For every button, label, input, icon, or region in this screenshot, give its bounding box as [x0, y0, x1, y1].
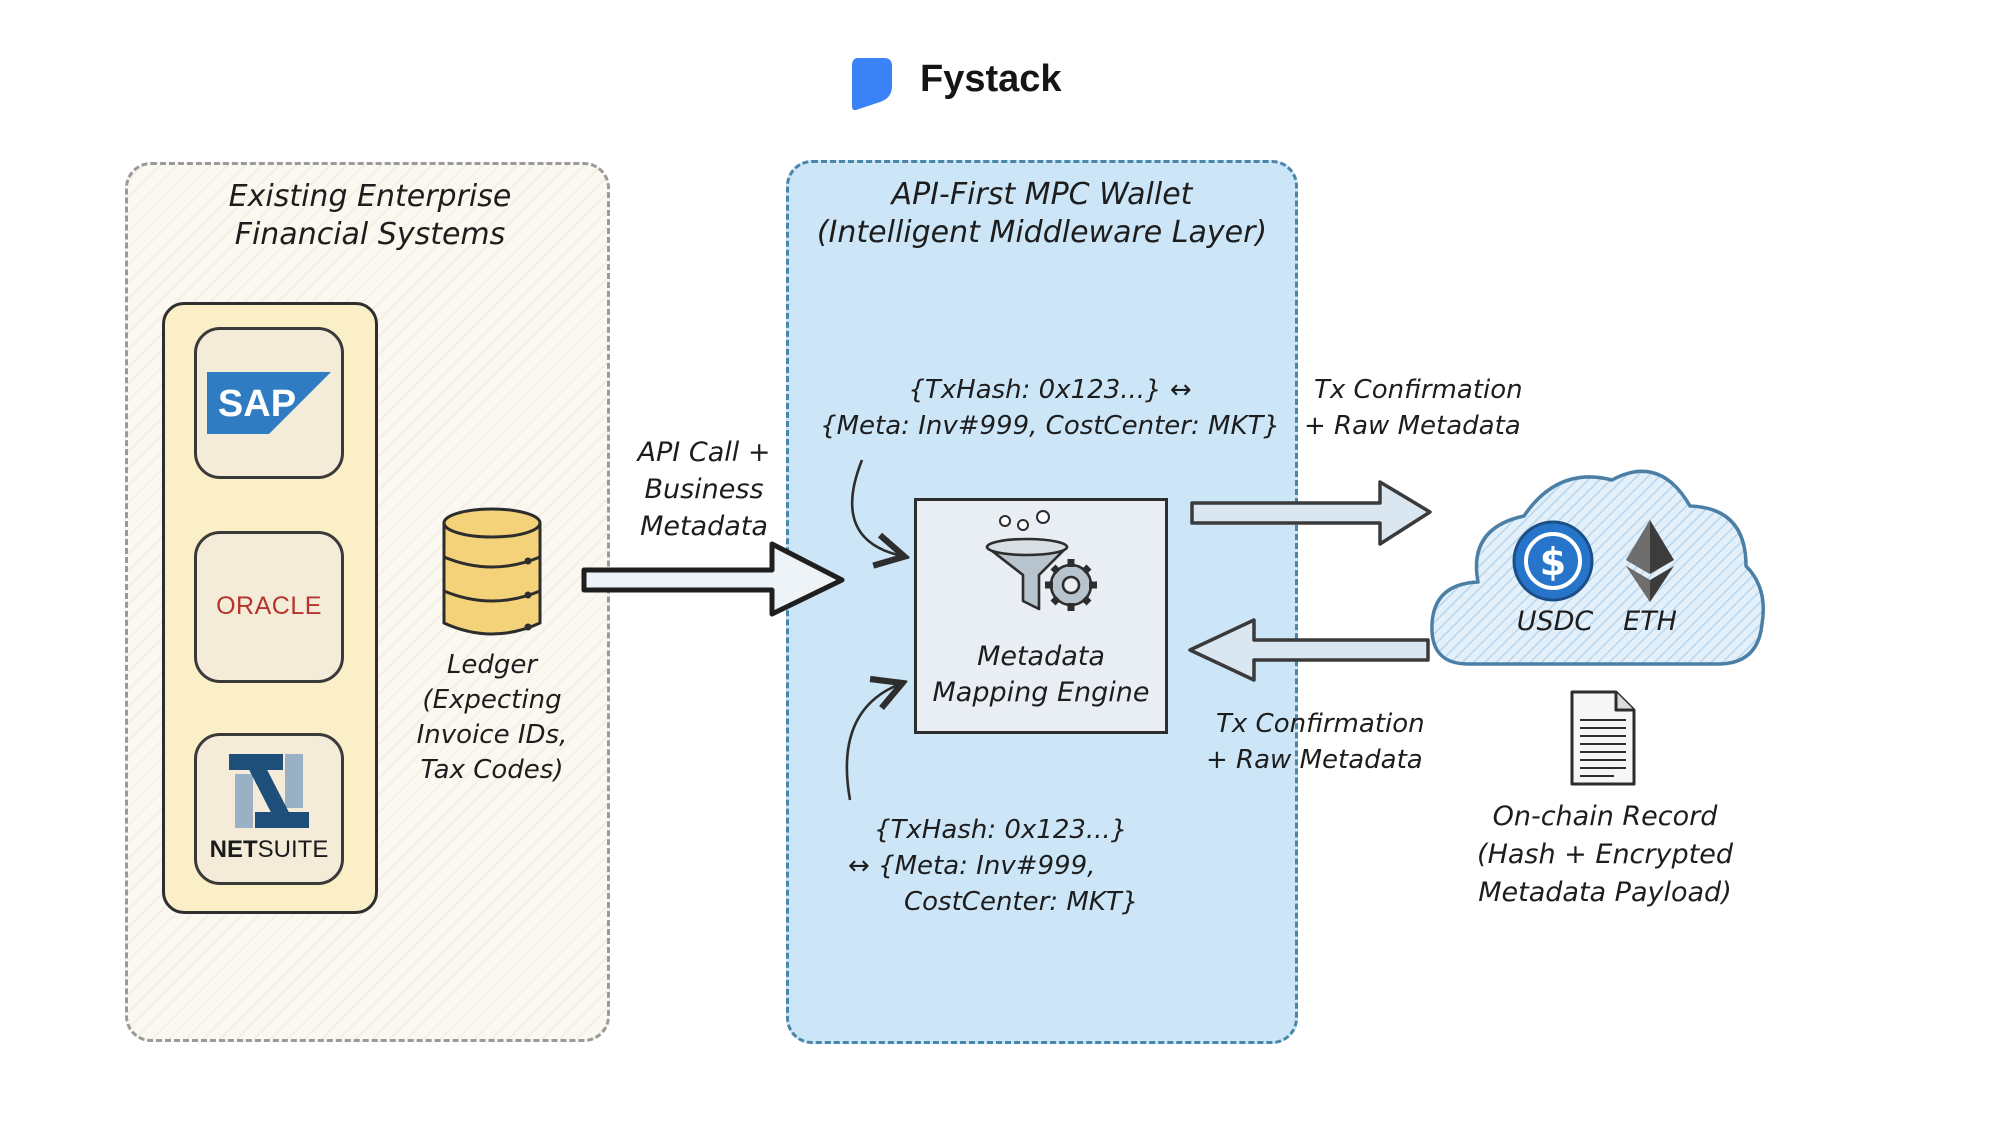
database-icon	[442, 507, 542, 636]
brand-header: Fystack	[848, 50, 1128, 120]
svg-text:SAP: SAP	[218, 383, 296, 425]
netsuite-logo-text: NETSUITE	[209, 836, 329, 863]
api-call-label: API Call + Business Metadata	[637, 437, 771, 542]
eth-label: ETH	[1623, 606, 1677, 637]
api-call-arrow	[581, 541, 845, 617]
meta-top-curve-arrow	[850, 459, 902, 556]
meta-bottom-curve-arrow	[845, 684, 900, 801]
netsuite-tile: NETSUITE	[194, 733, 344, 885]
on-chain-record-label: On-chain Record (Hash + Encrypted Metada…	[1477, 801, 1733, 908]
enterprise-panel-title: Existing Enterprise Financial Systems	[228, 179, 512, 252]
metadata-mapping-top: {TxHash: 0x123...} ↔ {Meta: Inv#999, Cos…	[820, 375, 1280, 441]
oracle-logo: ORACLE	[216, 592, 322, 620]
usdc-coin-icon: $	[1512, 520, 1594, 602]
metadata-mapping-engine: Metadata Mapping Engine	[914, 498, 1168, 734]
tx-confirmation-top-label: Tx Confirmation + Raw Metadata	[1304, 375, 1523, 441]
erp-vendor-stack: SAP ORACLE NETSUITE	[162, 302, 378, 914]
chat-bubble-icon	[852, 58, 892, 111]
from-chain-arrow	[1188, 618, 1430, 682]
to-chain-arrow	[1190, 480, 1432, 546]
metadata-mapping-bottom: {TxHash: 0x123...} ↔ {Meta: Inv#999, Cos…	[848, 815, 1139, 917]
brand-name: Fystack	[920, 58, 1062, 100]
oracle-tile: ORACLE	[194, 531, 344, 683]
funnel-gear-icon	[985, 510, 1097, 611]
blockchain-cloud-icon	[1430, 469, 1766, 666]
document-icon	[1570, 690, 1636, 786]
svg-text:$: $	[1540, 540, 1566, 584]
ledger-label: Ledger (Expecting Invoice IDs, Tax Codes…	[416, 650, 568, 785]
mpc-wallet-panel	[786, 160, 1298, 1044]
engine-label: Metadata Mapping Engine	[932, 641, 1150, 708]
tx-confirmation-bottom-label: Tx Confirmation + Raw Metadata	[1206, 709, 1425, 775]
netsuite-logo-mark	[229, 754, 309, 828]
ethereum-icon	[1626, 520, 1674, 602]
sap-tile: SAP	[194, 327, 344, 479]
usdc-label: USDC	[1516, 606, 1594, 637]
sap-logo: SAP	[207, 372, 331, 434]
mpc-panel-title: API-First MPC Wallet (Intelligent Middle…	[816, 177, 1268, 250]
